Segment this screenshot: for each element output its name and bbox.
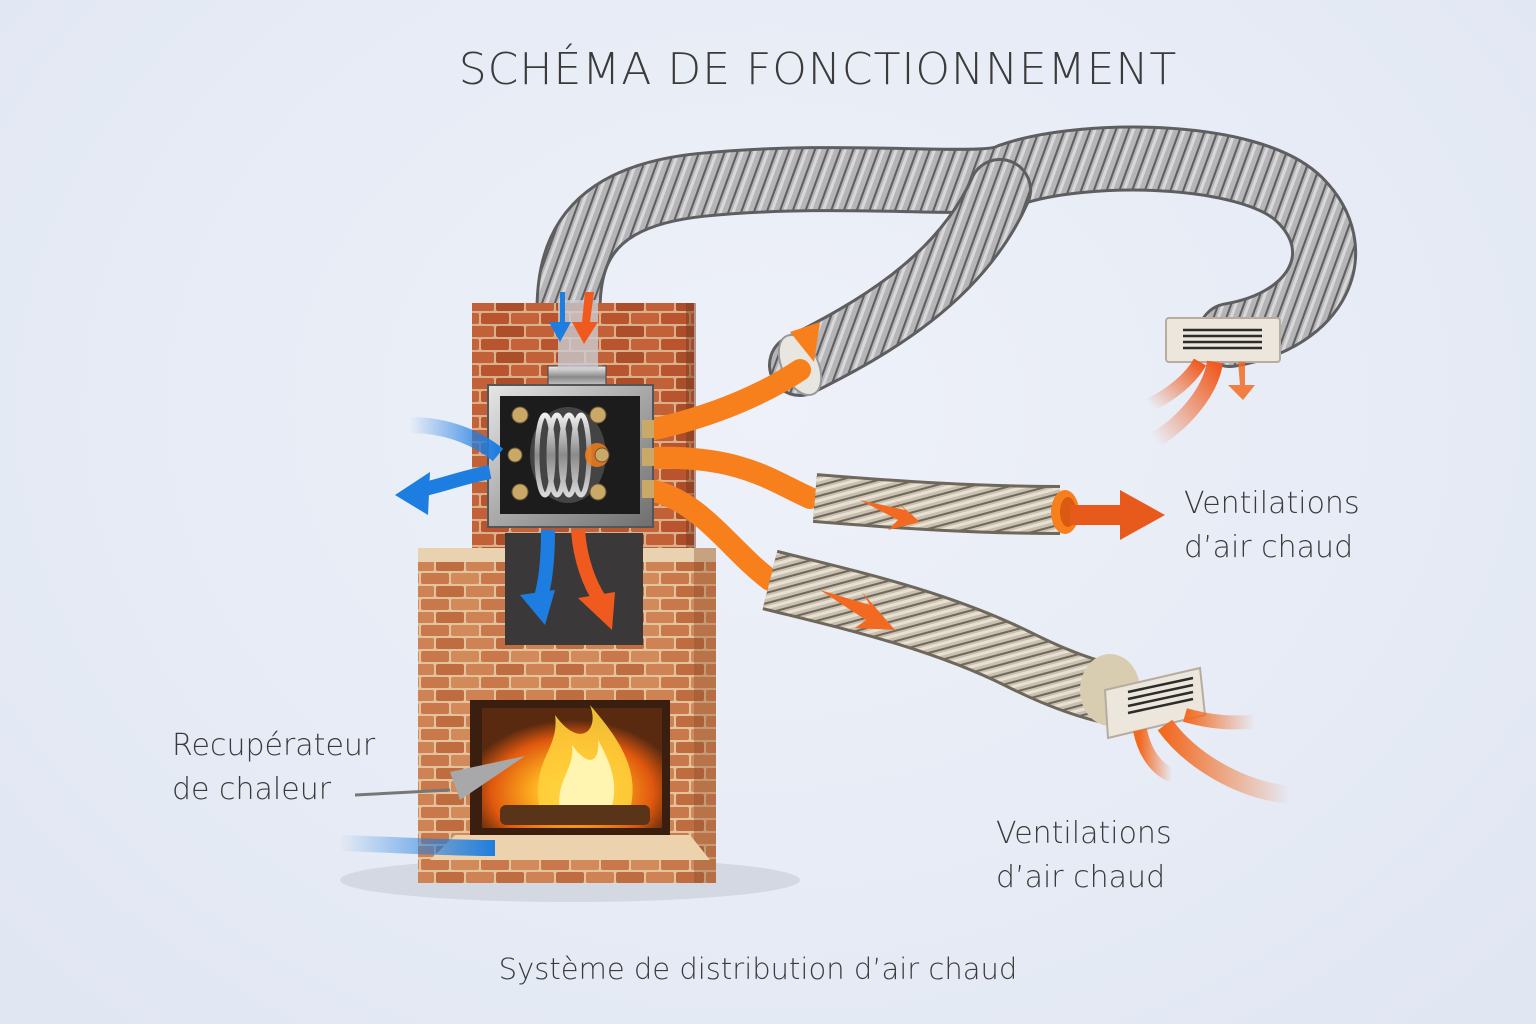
hot-pipes — [639, 322, 821, 591]
label-heat-recovery: Recupérateur de chaleur — [172, 724, 375, 812]
label-vent-lower-line2: d’air chaud — [996, 860, 1166, 895]
duct-lower — [762, 549, 1122, 726]
diagram-caption: Système de distribution d’air chaud — [498, 952, 1018, 986]
label-vent-upper: Ventilations d’air chaud — [1184, 482, 1360, 570]
air-flow-arrows — [339, 292, 615, 856]
label-vent-lower-line1: Ventilations — [996, 816, 1172, 851]
label-heat-recovery-line1: Recupérateur — [172, 728, 376, 763]
label-vent-upper-line1: Ventilations — [1184, 486, 1360, 521]
hot-air-down-plate-arrow — [578, 592, 615, 630]
cold-air-out-arrow — [395, 472, 430, 515]
vent-upper — [1146, 317, 1281, 447]
cold-air-floor-arrow — [339, 835, 496, 856]
diagram-title: SCHÉMA DE FONCTIONNEMENT — [458, 44, 1178, 95]
cold-air-down-plate-arrow — [520, 590, 555, 625]
hot-air-outlet-arrow — [1070, 490, 1165, 540]
label-heat-recovery-line2: de chaleur — [172, 772, 332, 807]
hot-air-down-arrow — [572, 292, 598, 344]
duct-top — [535, 125, 1358, 413]
hot-arrow-duct — [860, 500, 920, 530]
cold-air-in-arrow — [409, 417, 504, 462]
duct-middle — [812, 473, 1165, 540]
label-vent-lower: Ventilations d’air chaud — [996, 812, 1172, 900]
heat-recovery-pointer — [354, 756, 525, 800]
cold-air-down-arrow — [549, 292, 571, 342]
label-vent-upper-line2: d’air chaud — [1184, 530, 1354, 565]
vent-lower — [1080, 654, 1292, 804]
